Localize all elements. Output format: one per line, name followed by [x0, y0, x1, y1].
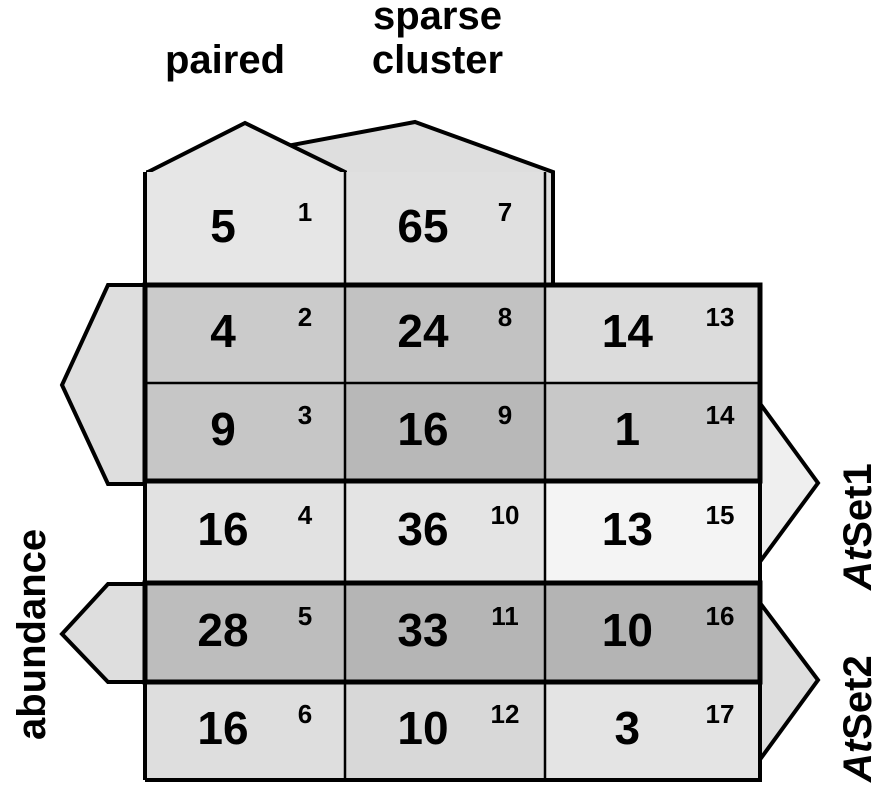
cell-17 [545, 682, 760, 780]
cell-index-7: 7 [497, 196, 513, 227]
cell-10 [345, 481, 545, 583]
cell-index-2: 2 [297, 302, 313, 332]
atset2-prefix: At [836, 739, 880, 782]
cell-value-16: 10 [601, 603, 653, 656]
cell-value-2: 4 [210, 305, 236, 357]
cell-value-17: 3 [614, 702, 641, 754]
cell-8 [345, 285, 545, 383]
axis-label-abundance: abundance [10, 528, 54, 740]
atset2-suffix: Set2 [836, 655, 880, 740]
cell-value-3: 9 [210, 403, 236, 455]
cell-value-12: 10 [397, 702, 449, 754]
cell-value-13: 14 [601, 305, 653, 357]
cell-index-17: 17 [705, 699, 735, 729]
cell-13 [545, 285, 760, 383]
cell-value-9: 16 [397, 403, 449, 455]
cell-index-5: 5 [297, 600, 313, 631]
grid-cells [145, 172, 760, 780]
cell-index-12: 12 [490, 699, 520, 729]
cell-value-6: 16 [197, 702, 249, 754]
cell-6 [145, 682, 345, 780]
cell-index-14: 14 [705, 400, 735, 430]
cell-index-15: 15 [705, 500, 735, 530]
axis-label-atset1: AtSet1 [836, 463, 881, 590]
cell-index-3: 3 [297, 400, 313, 430]
highlight-box-atset2 [142, 580, 763, 685]
cell-index-6: 6 [297, 699, 313, 729]
cell-value-11: 33 [397, 603, 449, 656]
highlight-box-atset1 [142, 282, 763, 484]
cell-15 [545, 481, 760, 583]
cell-11 [345, 583, 545, 682]
atset1-suffix: Set1 [836, 463, 880, 548]
cell-index-16: 16 [705, 600, 735, 631]
cell-5 [145, 583, 345, 682]
cell-value-5: 28 [197, 603, 249, 656]
cell-7 [345, 172, 545, 285]
cell-index-10: 10 [490, 500, 520, 530]
cell-index-4: 4 [297, 500, 313, 530]
cell-value-4: 16 [197, 503, 249, 555]
cell-value-15: 13 [601, 503, 653, 555]
column-header-paired: paired [164, 38, 286, 82]
cell-16 [545, 583, 760, 682]
cell-index-13: 13 [705, 302, 735, 332]
cell-value-7: 65 [397, 199, 449, 252]
cell-value-10: 36 [397, 503, 449, 555]
cell-14 [545, 383, 760, 481]
column-header-sparse-cluster: sparse cluster [371, 0, 504, 82]
cell-4 [145, 481, 345, 583]
cell-9 [345, 383, 545, 481]
atset1-prefix: At [836, 547, 880, 590]
cell-12 [345, 682, 545, 780]
cell-value-1: 5 [210, 199, 236, 252]
cell-index-1: 1 [297, 196, 313, 227]
cell-1 [145, 172, 345, 285]
cell-index-11: 11 [491, 600, 519, 631]
cell-value-8: 24 [397, 305, 449, 357]
cell-value-14: 1 [614, 403, 641, 455]
axis-label-atset2: AtSet2 [836, 655, 881, 782]
cell-index-8: 8 [497, 302, 513, 332]
cell-index-9: 9 [497, 400, 513, 430]
cell-2 [145, 285, 345, 383]
cell-3 [145, 383, 345, 481]
